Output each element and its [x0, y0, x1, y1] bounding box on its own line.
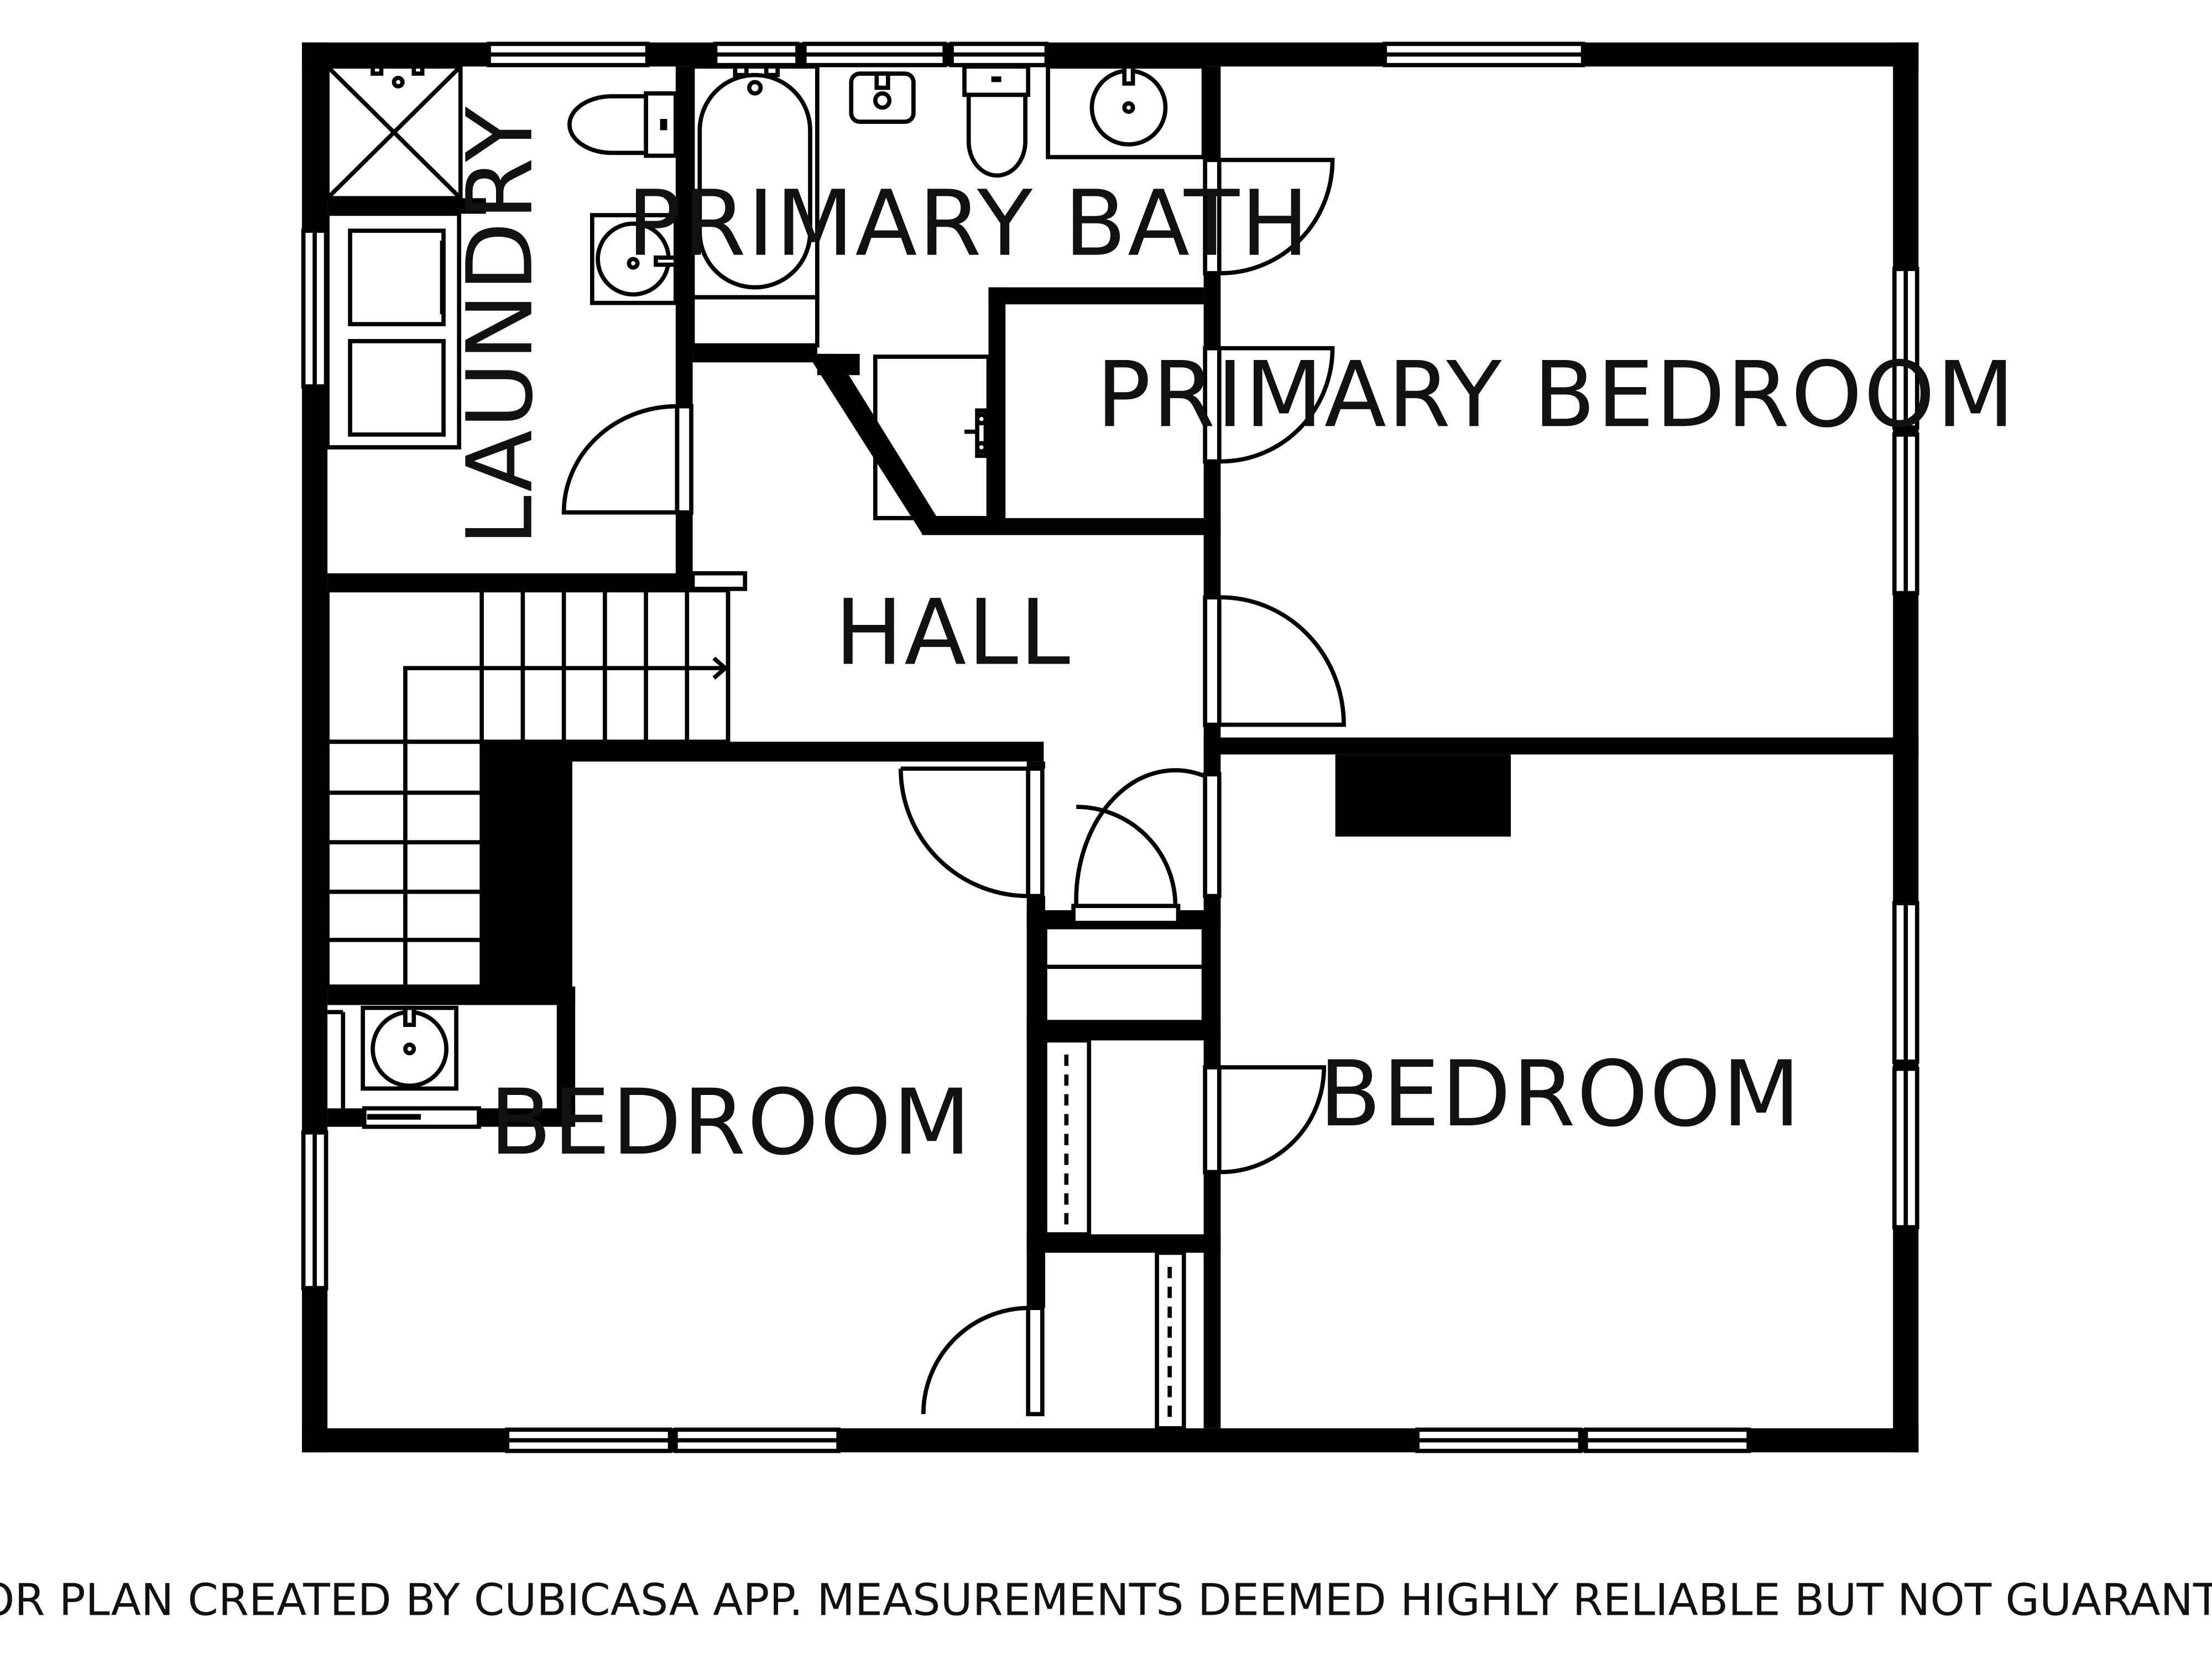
- door: [1203, 158, 1335, 275]
- shower-icon: [325, 64, 463, 201]
- windows: [301, 41, 1919, 1453]
- window: [713, 41, 800, 67]
- window: [1892, 267, 1919, 430]
- window: [1383, 41, 1585, 67]
- footer-disclaimer: FLOOR PLAN CREATED BY CUBICASA APP. MEAS…: [0, 1574, 2212, 1626]
- window: [950, 41, 1049, 67]
- window: [1892, 901, 1919, 1064]
- sink-icon: [589, 213, 678, 305]
- room-label-bedroom-left: BEDROOM: [489, 1070, 972, 1175]
- window: [674, 1427, 841, 1453]
- door: [1203, 346, 1335, 464]
- door: [921, 1306, 1045, 1417]
- room-label-laundry: LAUNDRY: [447, 105, 553, 546]
- interior-walls: [327, 66, 1919, 1428]
- door: [561, 404, 693, 515]
- doors: [561, 158, 1346, 1417]
- door: [1071, 768, 1222, 925]
- room-label-bedroom-right: BEDROOM: [1319, 1041, 1802, 1147]
- window: [1892, 1066, 1919, 1230]
- room-label-primary-bath: PRIMARY BATH: [627, 171, 1310, 276]
- fixtures: [325, 64, 1206, 1431]
- washer-dryer-icon: [325, 211, 462, 450]
- closet-shelves: [1043, 925, 1206, 1431]
- window: [505, 1427, 672, 1453]
- window: [802, 41, 947, 67]
- sink-icon: [327, 1005, 481, 1129]
- door: [1203, 595, 1346, 727]
- window: [301, 1130, 328, 1291]
- linen-closet: [873, 354, 991, 520]
- window: [487, 41, 650, 67]
- window: [301, 228, 328, 389]
- sink-icon: [849, 71, 916, 124]
- toilet-icon: [962, 64, 1031, 178]
- door: [899, 766, 1045, 899]
- room-label-primary-bedroom: PRIMARY BEDROOM: [1096, 342, 2016, 447]
- vanity-icon: [1046, 64, 1206, 159]
- door: [1203, 1065, 1327, 1175]
- bathtub-icon: [690, 64, 820, 348]
- window: [1415, 1427, 1583, 1453]
- toilet-icon: [567, 91, 678, 158]
- window: [1892, 432, 1919, 596]
- stairs: [325, 571, 748, 989]
- room-label-hall: HALL: [835, 580, 1072, 686]
- window: [1583, 1427, 1751, 1453]
